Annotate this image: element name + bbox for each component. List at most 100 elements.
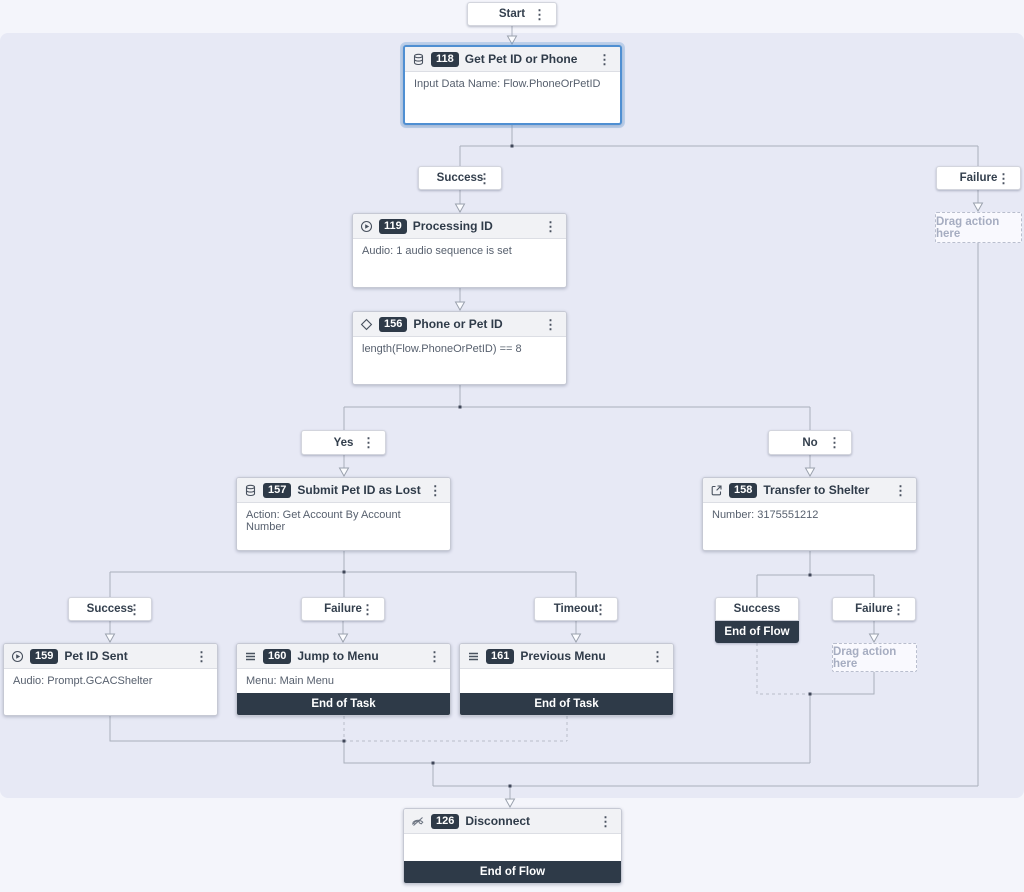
path-label-text: Success <box>86 603 134 615</box>
action-node-submit-pet-id-as-lost[interactable]: 157 Submit Pet ID as Lost Action: Get Ac… <box>236 477 451 551</box>
node-header: 157 Submit Pet ID as Lost <box>237 478 450 503</box>
end-of-task-terminal: End of Task <box>460 693 673 715</box>
action-node-pet-id-sent[interactable]: 159 Pet ID Sent Audio: Prompt.GCACShelte… <box>3 643 218 716</box>
path-label-no[interactable]: No <box>768 430 852 455</box>
action-node-processing-id[interactable]: 119 Processing ID Audio: 1 audio sequenc… <box>352 213 567 288</box>
node-body: Audio: 1 audio sequence is set <box>362 245 512 257</box>
end-of-flow-terminal: End of Flow <box>715 621 799 643</box>
path-label-failure[interactable]: Failure <box>936 166 1021 190</box>
path-label-text: Failure <box>324 603 362 615</box>
node-body: length(Flow.PhoneOrPetID) == 8 <box>362 343 522 355</box>
action-node-jump-to-menu[interactable]: 160 Jump to Menu Menu: Main Menu End of … <box>236 643 451 716</box>
start-label: Start <box>498 8 526 20</box>
database-icon <box>412 53 425 66</box>
kebab-menu-icon[interactable] <box>542 220 559 233</box>
path-label-success[interactable]: Success <box>418 166 502 190</box>
kebab-menu-icon[interactable] <box>126 603 143 616</box>
path-label-text: No <box>802 436 818 449</box>
drag-action-placeholder[interactable]: Drag action here <box>832 643 917 672</box>
path-label-failure[interactable]: Failure <box>301 597 385 621</box>
database-icon <box>244 484 257 497</box>
decision-node-phone-or-pet-id[interactable]: 156 Phone or Pet ID length(Flow.PhoneOrP… <box>352 311 567 385</box>
kebab-menu-icon[interactable] <box>826 436 843 449</box>
node-id-badge: 159 <box>30 648 59 664</box>
node-body: Number: 3175551212 <box>712 509 819 521</box>
node-title: Get Pet ID or Phone <box>464 52 578 66</box>
node-title: Submit Pet ID as Lost <box>297 483 421 497</box>
path-label-success[interactable]: Success <box>715 597 799 621</box>
node-body <box>460 669 673 693</box>
node-id-badge: 157 <box>263 482 292 498</box>
kebab-menu-icon[interactable] <box>193 650 210 663</box>
kebab-menu-icon[interactable] <box>892 484 909 497</box>
kebab-menu-icon[interactable] <box>427 484 444 497</box>
node-header: 158 Transfer to Shelter <box>703 478 916 503</box>
menu-icon <box>467 650 480 663</box>
path-label-text: Success <box>733 603 781 615</box>
menu-icon <box>244 650 257 663</box>
kebab-menu-icon[interactable] <box>542 318 559 331</box>
kebab-menu-icon[interactable] <box>995 172 1012 185</box>
node-title: Disconnect <box>465 814 531 828</box>
path-label-text: Failure <box>959 172 998 184</box>
kebab-menu-icon[interactable] <box>649 650 666 663</box>
node-title: Phone or Pet ID <box>413 317 503 331</box>
node-title: Jump to Menu <box>297 649 379 663</box>
node-id-badge: 126 <box>431 813 460 829</box>
action-node-disconnect[interactable]: 126 Disconnect End of Flow <box>403 808 622 884</box>
node-title: Processing ID <box>412 219 493 233</box>
kebab-menu-icon[interactable] <box>890 603 907 616</box>
kebab-menu-icon[interactable] <box>597 815 614 828</box>
path-label-success[interactable]: Success <box>68 597 152 621</box>
path-label-yes[interactable]: Yes <box>301 430 386 455</box>
node-title: Pet ID Sent <box>64 649 128 663</box>
kebab-menu-icon[interactable] <box>596 53 613 66</box>
node-body: Input Data Name: Flow.PhoneOrPetID <box>414 78 601 90</box>
path-label-text: Timeout <box>553 603 599 615</box>
node-title: Transfer to Shelter <box>763 483 870 497</box>
kebab-menu-icon[interactable] <box>360 436 377 449</box>
placeholder-text: Drag action here <box>833 645 897 670</box>
node-title: Previous Menu <box>520 649 606 663</box>
action-node-transfer-to-shelter[interactable]: 158 Transfer to Shelter Number: 31755512… <box>702 477 917 551</box>
kebab-menu-icon[interactable] <box>359 603 376 616</box>
node-header: 126 Disconnect <box>404 809 621 834</box>
action-node-previous-menu[interactable]: 161 Previous Menu End of Task <box>459 643 674 716</box>
kebab-menu-icon[interactable] <box>476 172 493 185</box>
start-node[interactable]: Start <box>467 2 557 26</box>
phone-slash-icon <box>411 815 425 828</box>
placeholder-text: Drag action here <box>936 215 1000 240</box>
transfer-icon <box>710 484 723 497</box>
node-body: Action: Get Account By Account Number <box>246 509 401 533</box>
path-label-timeout[interactable]: Timeout <box>534 597 618 621</box>
node-header: 160 Jump to Menu <box>237 644 450 669</box>
end-of-task-terminal: End of Task <box>237 693 450 715</box>
node-id-badge: 118 <box>431 51 459 67</box>
action-node-get-pet-id-or-phone[interactable]: 118 Get Pet ID or Phone Input Data Name:… <box>403 45 622 125</box>
kebab-menu-icon[interactable] <box>531 8 548 21</box>
node-header: 159 Pet ID Sent <box>4 644 217 669</box>
node-body: Audio: Prompt.GCACShelter <box>13 675 153 687</box>
path-label-failure[interactable]: Failure <box>832 597 916 621</box>
node-header: 118 Get Pet ID or Phone <box>405 47 620 72</box>
node-header: 161 Previous Menu <box>460 644 673 669</box>
path-label-text: Failure <box>855 603 893 615</box>
path-label-text: Yes <box>333 436 354 449</box>
node-id-badge: 158 <box>729 482 758 498</box>
node-body <box>404 834 621 861</box>
drag-action-placeholder[interactable]: Drag action here <box>935 212 1022 243</box>
kebab-menu-icon[interactable] <box>426 650 443 663</box>
node-id-badge: 119 <box>379 218 407 234</box>
node-header: 119 Processing ID <box>353 214 566 239</box>
diamond-icon <box>360 318 373 331</box>
node-id-badge: 160 <box>263 648 292 664</box>
node-body: Menu: Main Menu <box>246 675 335 687</box>
node-header: 156 Phone or Pet ID <box>353 312 566 337</box>
node-id-badge: 156 <box>379 316 408 332</box>
play-circle-icon <box>360 220 373 233</box>
kebab-menu-icon[interactable] <box>592 603 609 616</box>
terminal-text: End of Flow <box>724 626 790 638</box>
path-label-text: Success <box>436 172 484 184</box>
end-of-flow-terminal: End of Flow <box>404 861 621 883</box>
